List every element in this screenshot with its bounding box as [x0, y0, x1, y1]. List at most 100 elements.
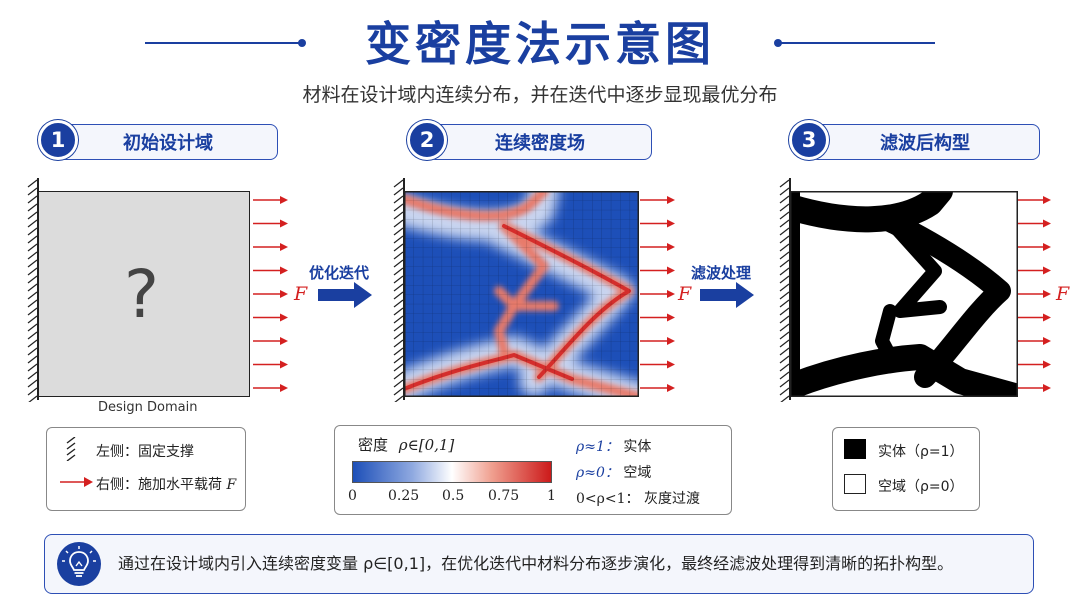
wall-hatch-line: [393, 251, 404, 260]
legend-solid: 实体（ρ=1）: [878, 444, 964, 460]
density-item-solid-text: 实体: [623, 439, 652, 455]
force-arrow: [253, 337, 288, 345]
wall-hatch-line: [393, 219, 404, 228]
step-3-number: 3: [789, 120, 829, 160]
wall-hatch-line: [27, 227, 38, 236]
wall-hatch-line: [779, 299, 790, 308]
legend-right-side: 右侧：施加水平载荷 F: [96, 474, 236, 494]
wall-hatch-line: [779, 339, 790, 348]
step-2-label: 连续密度场: [495, 133, 585, 154]
wall-hatch-line: [779, 203, 790, 212]
wall-hatch-line: [393, 275, 404, 284]
wall-hatch-line: [394, 395, 404, 402]
wall-hatch-line: [393, 363, 404, 372]
wall-hatch-line: [27, 315, 38, 324]
wall-hatch-line: [27, 211, 38, 220]
step-1-label: 初始设计域: [123, 133, 213, 154]
wall-hatch-line: [393, 187, 404, 196]
wall-hatch-line: [779, 267, 790, 276]
wall-hatch-line: [393, 331, 404, 340]
wall-hatch-line: [779, 307, 790, 316]
lightbulb-icon: [57, 542, 101, 586]
wall-hatch-line: [393, 195, 404, 204]
force-arrow: [1018, 290, 1051, 298]
panel-3-force-arrows: [1018, 196, 1051, 392]
density-item-solid: ρ≈1： 实体: [576, 436, 651, 456]
force-arrow: [640, 219, 675, 228]
wall-hatch-line: [27, 307, 38, 316]
density-item-gray-text: 灰度过渡: [643, 491, 700, 507]
colorbar-tick-1: 0.25: [388, 488, 420, 504]
density-item-void-text: 空域: [623, 465, 652, 481]
page-title: 变密度法示意图: [365, 17, 715, 71]
panel-1-design-domain: [38, 191, 250, 397]
panel-3-force-label: F: [1056, 283, 1070, 305]
wall-hatch-line: [779, 227, 790, 236]
force-arrow-icon: [60, 477, 93, 487]
force-arrow: [1018, 384, 1051, 392]
summary-note: [44, 534, 1034, 594]
transition-2-label: 滤波处理: [690, 264, 751, 282]
wall-hatch-line: [393, 379, 404, 388]
wall-hatch-line: [393, 339, 404, 348]
density-item-void: ρ≈0： 空域: [576, 462, 651, 482]
force-arrow: [640, 266, 675, 275]
wall-hatch-line: [779, 291, 790, 300]
wall-hatch-line: [393, 179, 404, 188]
density-item-void-math: ρ≈0：: [576, 465, 619, 481]
colorbar-title: 密度 ρ∈[0,1]: [358, 434, 454, 455]
wall-hatch-line: [27, 283, 38, 292]
colorbar-tick-2: 0.5: [442, 488, 465, 504]
wall-hatch-line: [779, 331, 790, 340]
wall-hatch-line: [393, 211, 404, 220]
force-arrow: [640, 196, 675, 204]
density-field-map: [404, 191, 639, 397]
wall-hatch-line: [27, 275, 38, 284]
wall-hatch-line: [393, 387, 404, 396]
page-subtitle: 材料在设计域内连续分布，并在迭代中逐步显现最优分布: [302, 84, 778, 106]
force-arrow: [253, 266, 288, 275]
force-arrow: [253, 384, 288, 392]
force-arrow: [640, 360, 675, 369]
density-item-gray: 0<ρ<1： 灰度过渡: [576, 488, 700, 508]
step-3-label: 滤波后构型: [880, 133, 970, 154]
legend-left-side: 左侧：固定支撑: [96, 444, 194, 460]
step-1-header: 初始设计域: [58, 124, 278, 160]
wall-hatch-line: [779, 379, 790, 388]
force-arrow: [1018, 243, 1051, 251]
wall-hatch-line: [27, 339, 38, 348]
title-right-dot: [774, 39, 782, 47]
force-arrow: [640, 290, 675, 298]
wall-hatch-line: [27, 387, 38, 396]
wall-hatch-line: [27, 323, 38, 332]
wall-hatch-line: [779, 179, 790, 188]
force-arrow: [640, 243, 675, 251]
wall-hatch-line: [779, 355, 790, 364]
wall-hatch-line: [27, 259, 38, 268]
wall-hatch-line: [27, 355, 38, 364]
wall-hatch-line: [393, 307, 404, 316]
wall-hatch-line: [393, 291, 404, 300]
wall-hatch-line: [27, 235, 38, 244]
wall-hatch-line: [780, 395, 790, 402]
legend-supports-loads: [46, 427, 246, 511]
wall-hatch-line: [27, 363, 38, 372]
summary-note-text: 通过在设计域内引入连续密度变量 ρ∈[0,1]，在优化迭代中材料分布逐步演化，最…: [118, 554, 954, 573]
force-arrow: [1018, 337, 1051, 345]
wall-hatch-line: [779, 323, 790, 332]
force-arrow: [253, 243, 288, 251]
wall-hatch-line: [393, 347, 404, 356]
wall-hatch-line: [393, 227, 404, 236]
wall-hatch-line: [27, 203, 38, 212]
wall-hatch-line: [779, 315, 790, 324]
force-arrow: [1018, 313, 1051, 322]
step-1-number: 1: [38, 120, 78, 160]
wall-hatch-line: [27, 179, 38, 188]
wall-hatch-line: [779, 283, 790, 292]
panel-2-force-arrows: [640, 196, 675, 392]
force-arrow: [1018, 219, 1051, 228]
panel-2-force-label: F: [678, 283, 692, 305]
force-arrow: [253, 313, 288, 322]
density-item-gray-math: 0<ρ<1：: [576, 491, 640, 507]
design-domain-caption: Design Domain: [98, 400, 198, 415]
